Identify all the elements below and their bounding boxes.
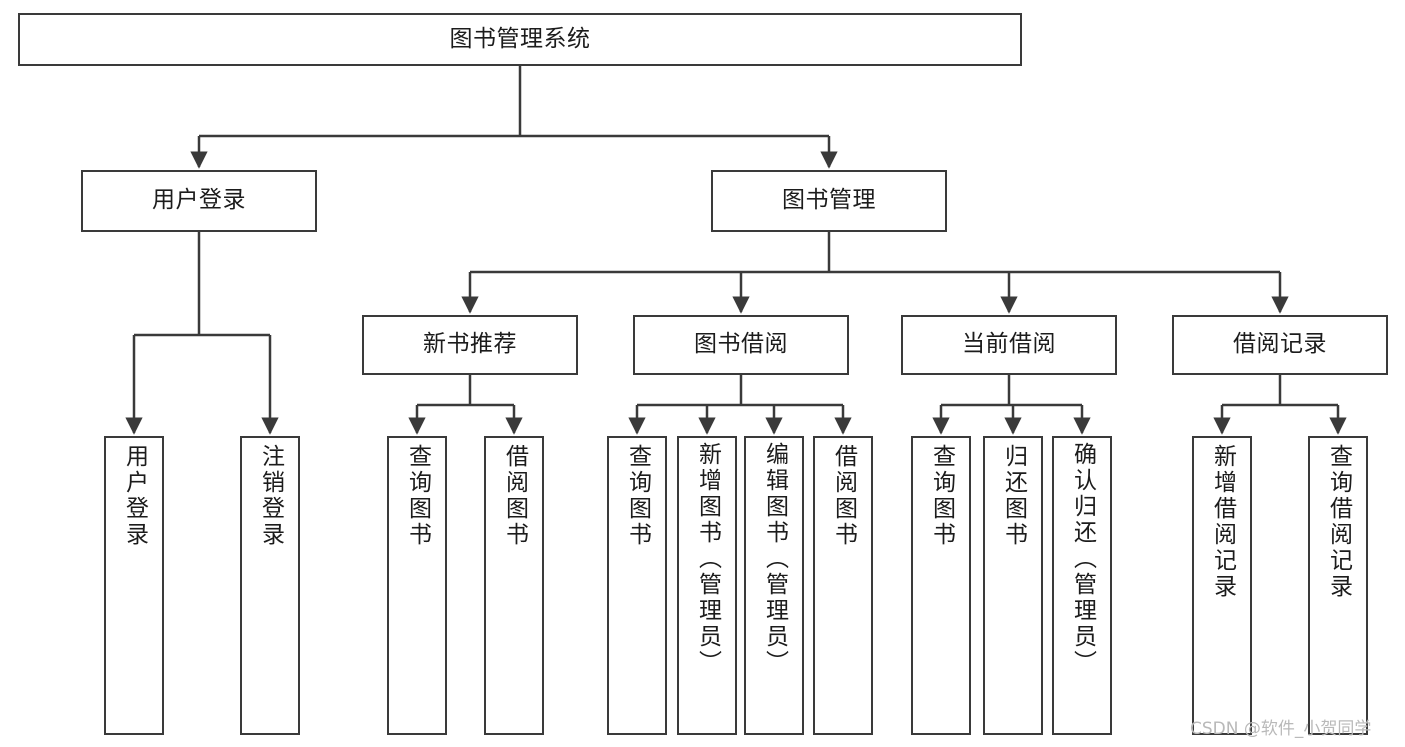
node-leaf-add-borrow-record[interactable]: 新增借阅记录 [1192,436,1252,735]
node-book-management[interactable]: 图书管理 [711,170,947,232]
node-label: 新书推荐 [423,331,517,358]
node-label: 确认归还（管理员） [1069,442,1096,676]
node-leaf-query-book-borrow[interactable]: 查询图书 [607,436,667,735]
csdn-watermark: CSDN @软件_小贺同学 [1190,719,1372,739]
node-borrow-record[interactable]: 借阅记录 [1172,315,1388,375]
node-label: 当前借阅 [962,331,1056,358]
node-label: 图书管理系统 [449,25,591,52]
node-leaf-query-book-current[interactable]: 查询图书 [911,436,971,735]
node-book-borrow[interactable]: 图书借阅 [633,315,849,375]
node-label: 借阅记录 [1233,331,1327,358]
node-label: 新增图书（管理员） [694,442,721,676]
node-label: 用户登录 [121,444,148,548]
node-root[interactable]: 图书管理系统 [18,13,1022,66]
node-label: 查询图书 [404,444,431,548]
node-user-login[interactable]: 用户登录 [81,170,317,232]
node-label: 新增借阅记录 [1209,444,1236,600]
node-label: 查询图书 [624,444,651,548]
node-leaf-query-borrow-record[interactable]: 查询借阅记录 [1308,436,1368,735]
node-label: 图书借阅 [694,331,788,358]
node-leaf-user-login[interactable]: 用户登录 [104,436,164,735]
node-label: 借阅图书 [501,444,528,548]
node-leaf-borrow-book[interactable]: 借阅图书 [813,436,873,735]
node-leaf-logout[interactable]: 注销登录 [240,436,300,735]
node-new-book-recommend[interactable]: 新书推荐 [362,315,578,375]
node-leaf-return-book[interactable]: 归还图书 [983,436,1043,735]
node-label: 查询借阅记录 [1325,444,1352,600]
node-leaf-borrow-book-recommend[interactable]: 借阅图书 [484,436,544,735]
node-label: 归还图书 [1000,444,1027,548]
node-label: 查询图书 [928,444,955,548]
node-leaf-query-book-recommend[interactable]: 查询图书 [387,436,447,735]
node-leaf-add-book[interactable]: 新增图书（管理员） [677,436,737,735]
node-label: 图书管理 [782,187,876,214]
node-label: 借阅图书 [830,444,857,548]
node-current-borrow[interactable]: 当前借阅 [901,315,1117,375]
node-leaf-confirm-return[interactable]: 确认归还（管理员） [1052,436,1112,735]
node-label: 注销登录 [257,444,284,548]
node-label: 用户登录 [152,187,246,214]
node-leaf-edit-book[interactable]: 编辑图书（管理员） [744,436,804,735]
node-label: 编辑图书（管理员） [761,442,788,676]
